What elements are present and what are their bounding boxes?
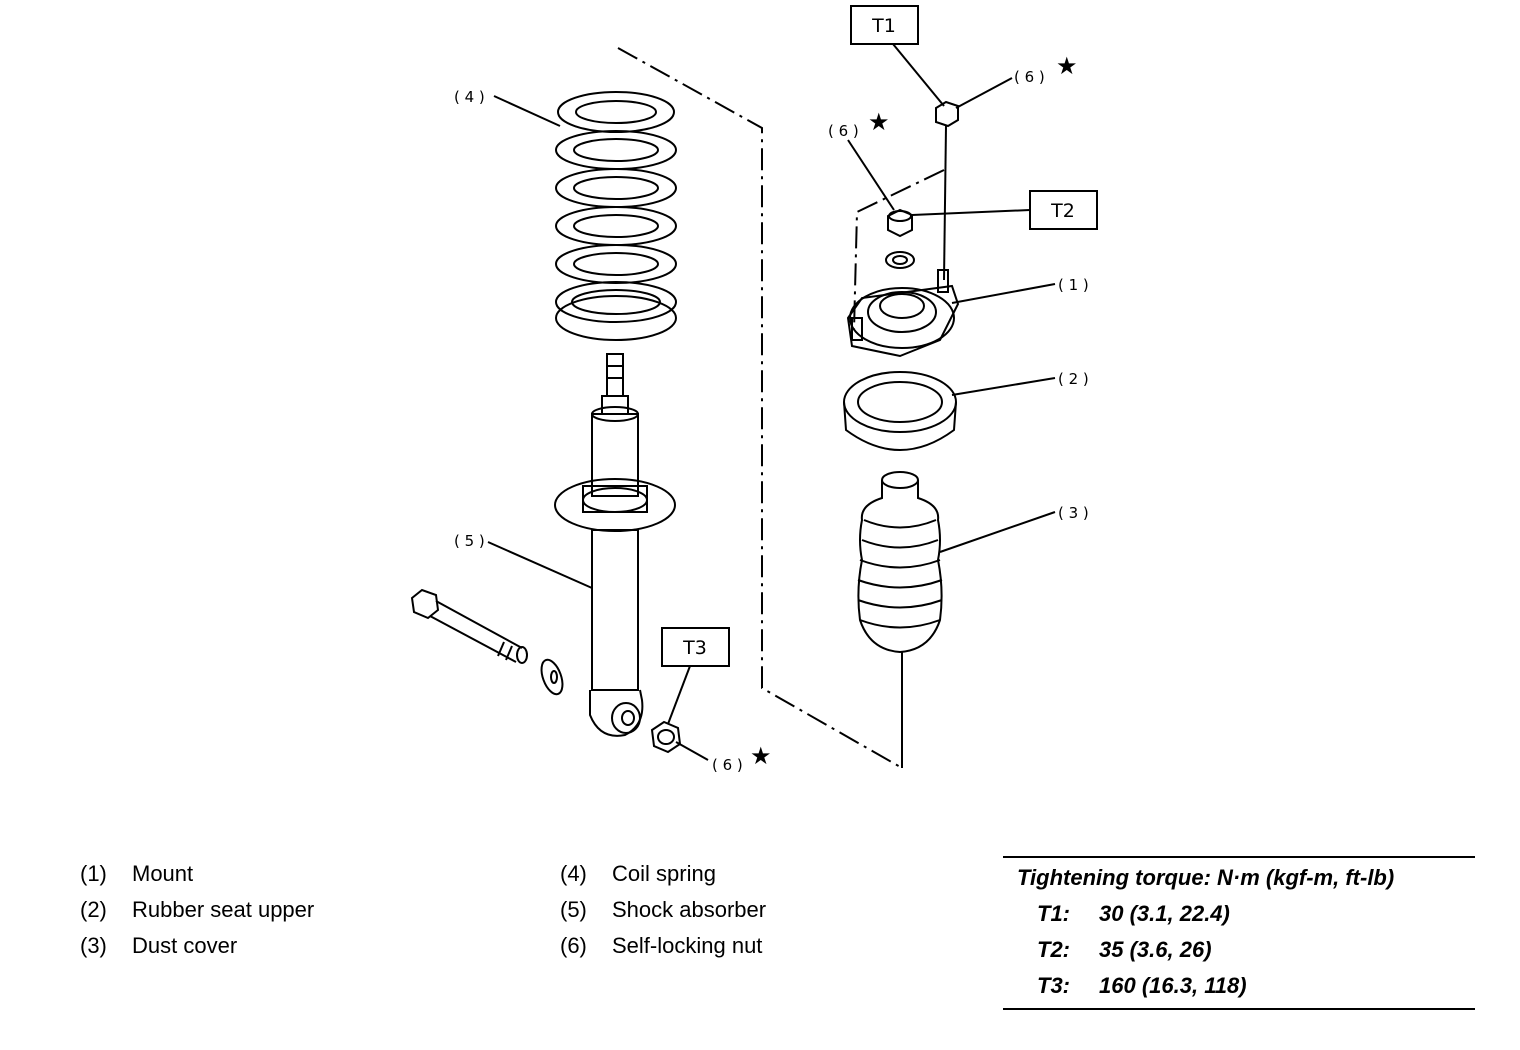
- leader-6a: [955, 77, 1013, 109]
- callout-6-center: ( 6 ): [828, 122, 859, 140]
- torque-tag-t1: T1: [871, 15, 896, 37]
- legend-item: (3)Dust cover: [80, 933, 238, 958]
- washer: [540, 658, 564, 696]
- callout-3: ( 3 ): [1058, 504, 1089, 522]
- leader-t2: [911, 209, 1031, 216]
- callout-6-top: ( 6 ): [1014, 68, 1045, 86]
- torque-table-title: Tightening torque: N·m (kgf-m, ft-lb): [1017, 865, 1395, 890]
- torque-tag-t3: T3: [682, 637, 707, 659]
- star-icon: ★: [1056, 52, 1078, 80]
- callout-1: ( 1 ): [1058, 276, 1089, 294]
- self-locking-nut-center: [887, 208, 913, 238]
- callout-4: ( 4 ): [454, 88, 485, 106]
- torque-row: T1:30 (3.1, 22.4): [1037, 901, 1230, 926]
- self-locking-nut-bottom: [650, 720, 682, 754]
- leader-6b: [847, 139, 895, 211]
- leader-2: [951, 377, 1056, 396]
- coil-spring: [555, 91, 677, 341]
- leader-t3: [667, 665, 691, 725]
- callout-2: ( 2 ): [1058, 370, 1089, 388]
- self-locking-nut-top: [935, 100, 959, 281]
- legend-left: (1)Mount (2)Rubber seat upper (3)Dust co…: [80, 860, 314, 968]
- leader-5: [487, 541, 593, 589]
- callout-5: ( 5 ): [454, 532, 485, 550]
- leader-t1: [892, 43, 945, 107]
- legend-item: (2)Rubber seat upper: [80, 897, 315, 922]
- leader-1: [951, 283, 1056, 304]
- torque-tag-box-t1: [850, 5, 919, 45]
- leader-6c: [675, 741, 709, 761]
- torque-tag-t2: T2: [1050, 200, 1075, 222]
- dust-cover: [857, 471, 943, 768]
- shock-absorber: [554, 353, 676, 737]
- exploded-diagram: T1 T2 T3 ( 1 ) ( 2 ) ( 3 ) ( 4 ) ( 5 ) (…: [410, 5, 1098, 774]
- mount: [846, 269, 960, 358]
- mounting-bolt: [410, 588, 528, 664]
- torque-table: Tightening torque: N·m (kgf-m, ft-lb) T1…: [1003, 856, 1475, 1010]
- rubber-seat-upper: [843, 371, 957, 451]
- legend-item: (5)Shock absorber: [560, 897, 767, 922]
- washer-center: [885, 251, 915, 269]
- torque-row: T3:160 (16.3, 118): [1037, 973, 1247, 998]
- callout-6-bottom: ( 6 ): [712, 756, 743, 774]
- legend-item: (6)Self-locking nut: [560, 933, 763, 958]
- star-icon: ★: [750, 742, 772, 770]
- torque-tag-box-t2: [1029, 190, 1098, 230]
- leader-4: [493, 95, 561, 127]
- legend-item: (4)Coil spring: [560, 861, 716, 886]
- star-icon: ★: [868, 108, 890, 136]
- torque-tag-box-t3: [661, 627, 730, 667]
- leader-3: [939, 511, 1056, 553]
- assembly-path-line: [617, 47, 903, 769]
- mount-guide-line: [853, 169, 945, 331]
- legend-item: (1)Mount: [80, 861, 194, 886]
- legend-middle: (4)Coil spring (5)Shock absorber (6)Self…: [560, 860, 766, 968]
- torque-row: T2:35 (3.6, 26): [1037, 937, 1212, 962]
